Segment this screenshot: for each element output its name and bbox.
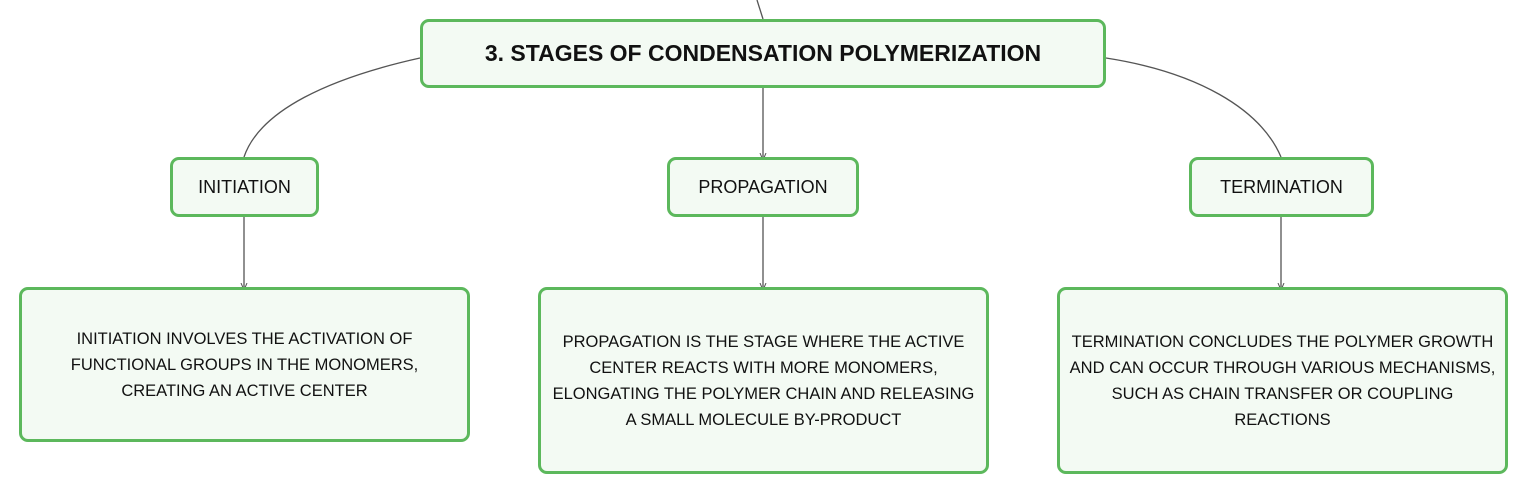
description-node-termination[interactable]: TERMINATION CONCLUDES THE POLYMER GROWTH… [1057, 287, 1508, 474]
root-topic-node[interactable]: 3. STAGES OF CONDENSATION POLYMERIZATION [420, 19, 1106, 88]
stage-node-propagation[interactable]: PROPAGATION [667, 157, 859, 217]
description-node-initiation[interactable]: INITIATION INVOLVES THE ACTIVATION OF FU… [19, 287, 470, 442]
stage-label-propagation: PROPAGATION [698, 176, 828, 197]
connector-root-to-termination [1105, 57, 1282, 158]
stage-node-termination[interactable]: TERMINATION [1189, 157, 1374, 217]
description-text-propagation: PROPAGATION IS THE STAGE WHERE THE ACTIV… [552, 332, 975, 429]
description-node-propagation[interactable]: PROPAGATION IS THE STAGE WHERE THE ACTIV… [538, 287, 989, 474]
root-topic-label: 3. STAGES OF CONDENSATION POLYMERIZATION [484, 40, 1042, 66]
stage-node-initiation[interactable]: INITIATION [170, 157, 319, 217]
stage-label-termination: TERMINATION [1220, 176, 1343, 197]
description-text-initiation: INITIATION INVOLVES THE ACTIVATION OF FU… [70, 329, 419, 400]
description-text-termination: TERMINATION CONCLUDES THE POLYMER GROWTH… [1069, 332, 1496, 429]
connector-root-to-initiation [243, 57, 421, 158]
incoming-connector [756, 0, 764, 20]
stage-label-initiation: INITIATION [198, 176, 291, 197]
